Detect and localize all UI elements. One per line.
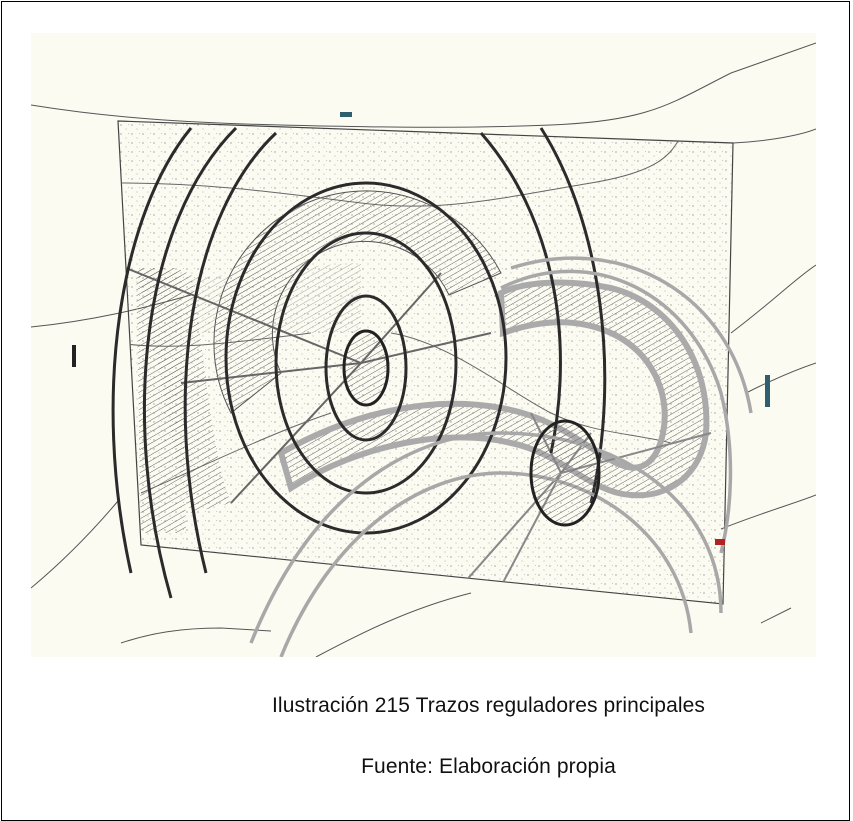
- radial-lines-center-1: [125, 267, 492, 504]
- figure-caption: Ilustración 215 Trazos reguladores princ…: [272, 694, 705, 717]
- concentric-arcs-center-2: [249, 256, 753, 657]
- figure-source: Fuente: Elaboración propia: [361, 755, 616, 778]
- site-boundary: [117, 120, 734, 605]
- center-point-2: [529, 419, 601, 527]
- site-plan-drawing: [31, 33, 816, 657]
- internal-contours: [118, 122, 692, 494]
- markers: [72, 112, 770, 545]
- center-point-1: [342, 329, 390, 407]
- context-lines: [31, 42, 816, 657]
